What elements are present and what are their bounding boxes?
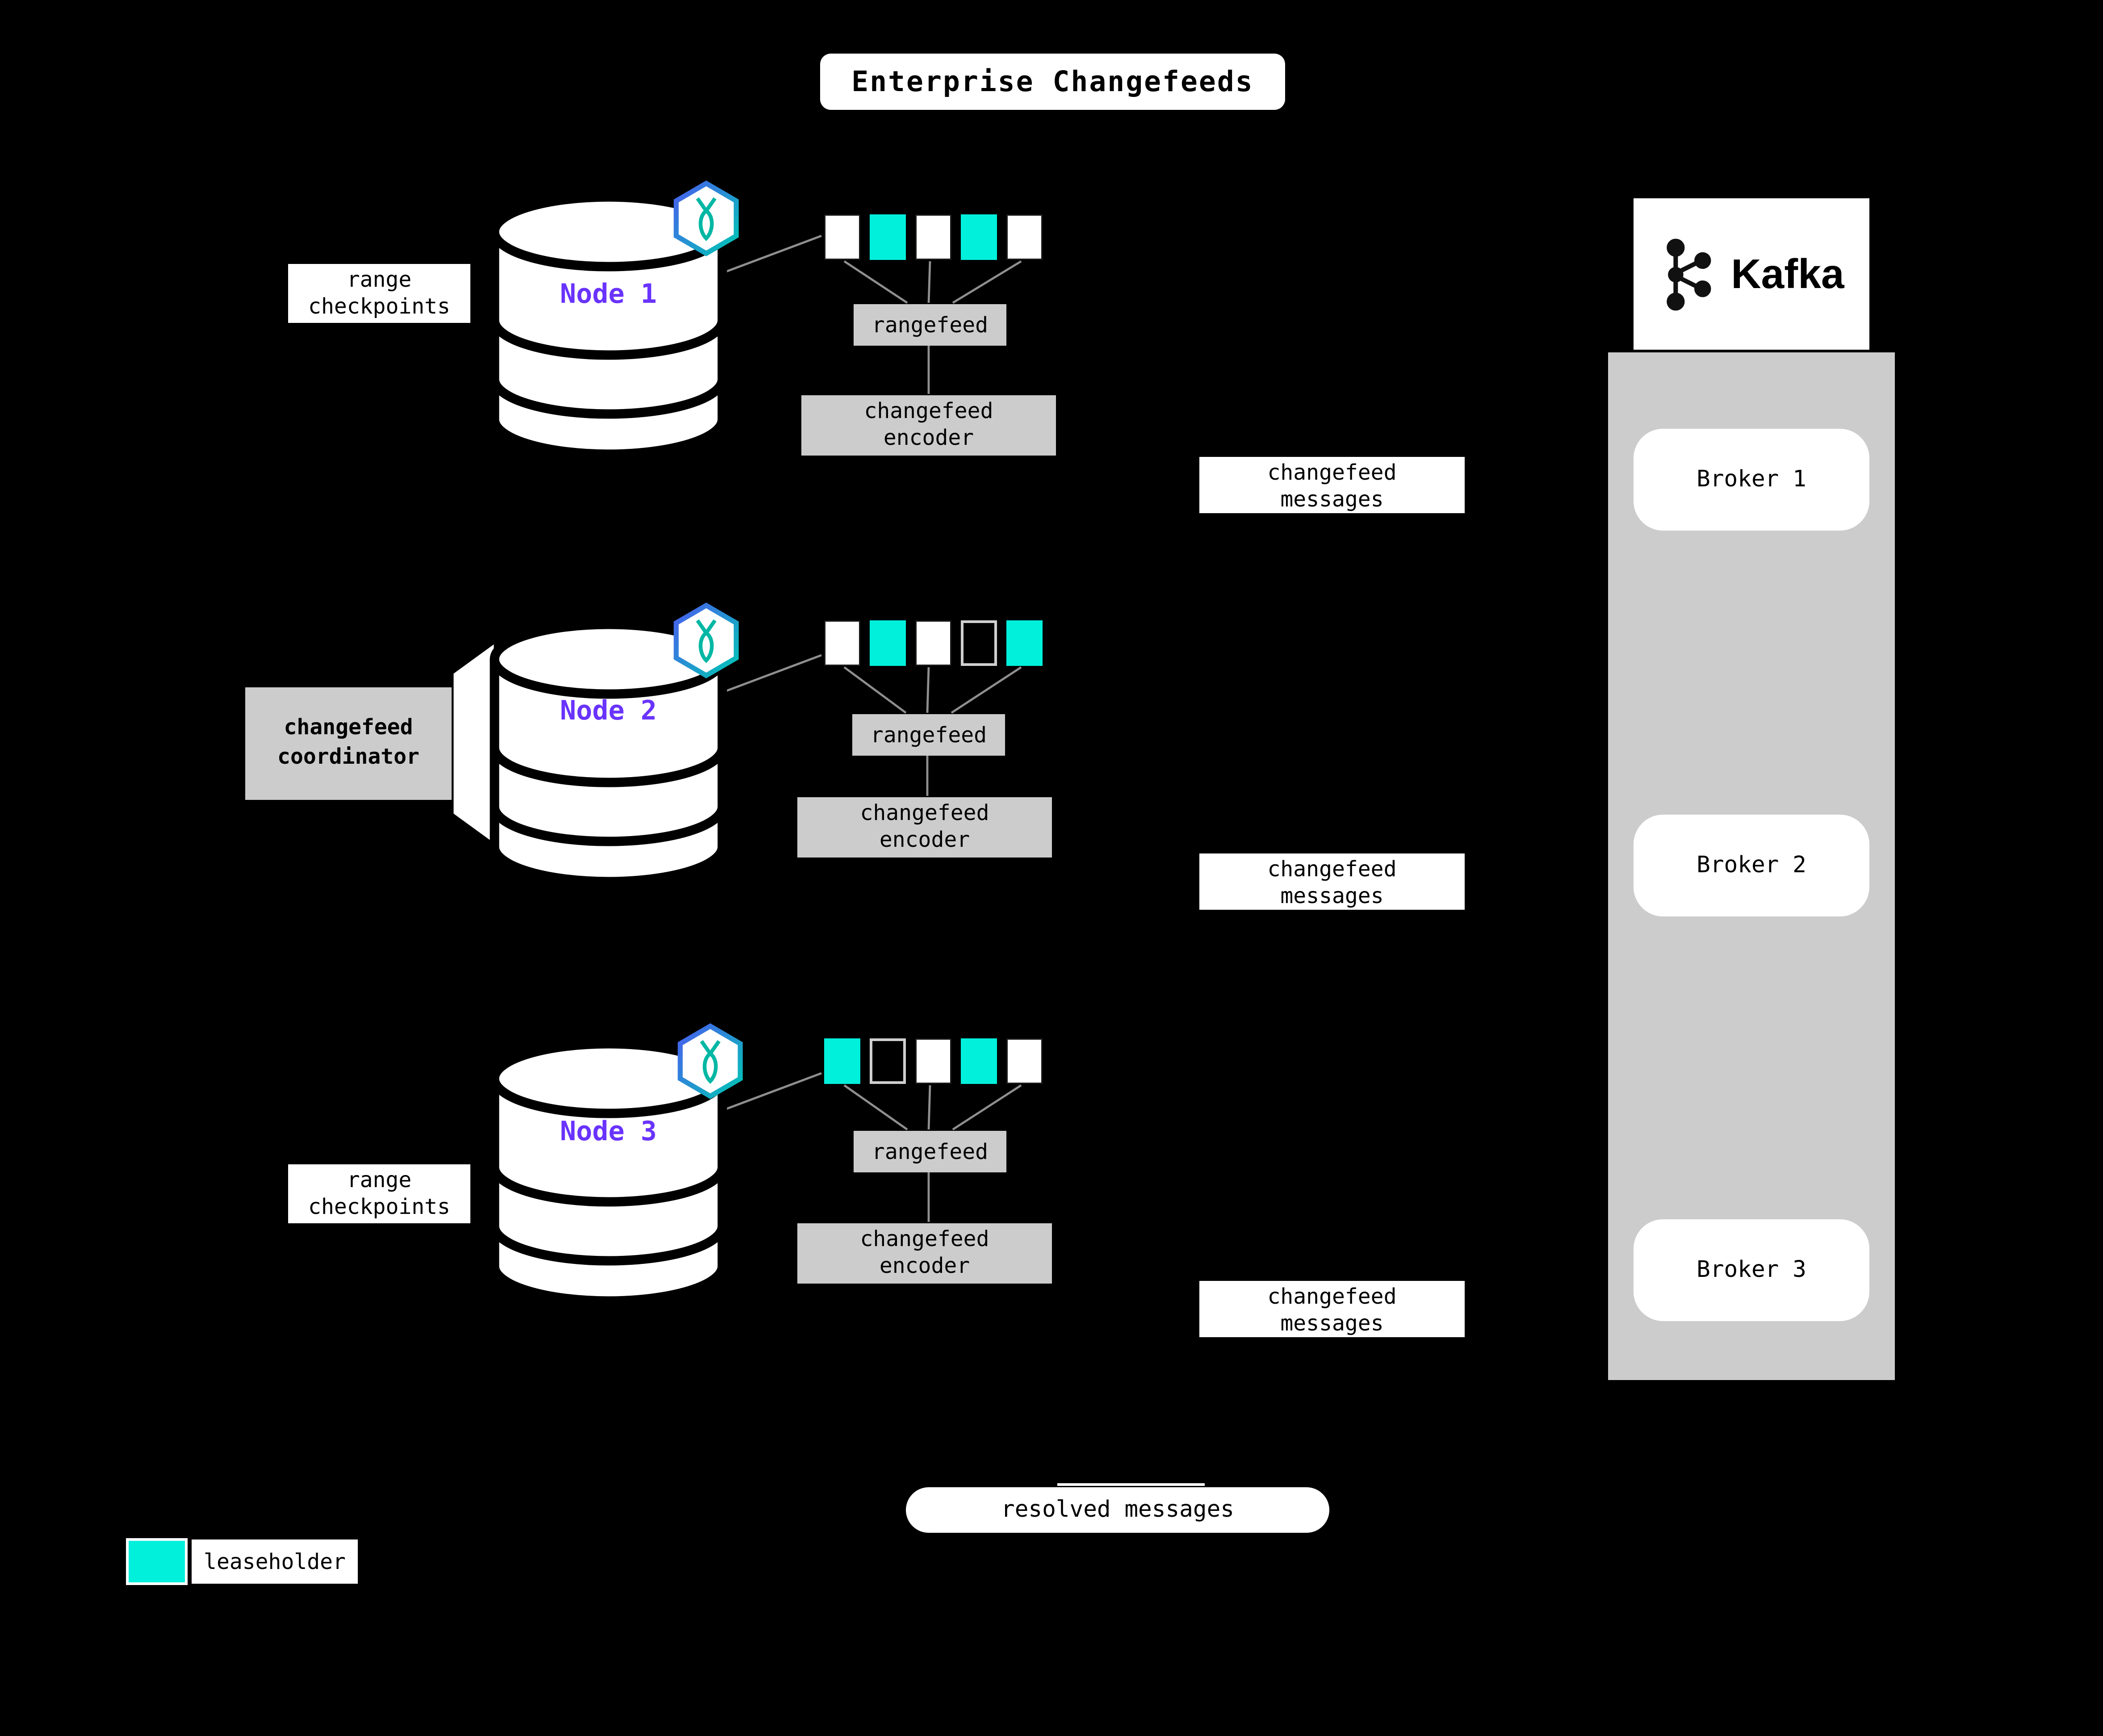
range-square-cyan — [824, 1038, 860, 1084]
range-square-white — [1006, 1038, 1043, 1084]
range-square-cyan — [1006, 620, 1043, 666]
label-line: changefeed — [1267, 856, 1397, 882]
range-square-white — [824, 620, 860, 666]
node3-name: Node 3 — [560, 1115, 657, 1147]
node2-cockroachdb-icon — [674, 602, 739, 678]
label-line: range — [347, 1167, 412, 1192]
kafka-logo-box: Kafka — [1634, 198, 1869, 350]
node3-range-checkpoints-label: range checkpoints — [288, 1164, 470, 1223]
range-square-cyan — [961, 214, 997, 260]
node2-name: Node 2 — [560, 694, 657, 726]
node2-rangefeed-box: rangefeed — [852, 714, 1005, 756]
node3-changefeed-messages-label: changefeed messages — [1199, 1281, 1465, 1337]
range-square-white — [915, 1038, 951, 1084]
label-line: checkpoints — [308, 293, 450, 319]
label-line: changefeed — [860, 800, 989, 825]
label-line: messages — [1280, 1310, 1384, 1336]
node3-ranges — [824, 1038, 1043, 1084]
node1-changefeed-encoder-box: changefeed encoder — [801, 395, 1056, 456]
label-line: changefeed — [860, 1226, 989, 1251]
node2-changefeed-encoder-box: changefeed encoder — [797, 797, 1052, 858]
node2-changefeed-messages-label: changefeed messages — [1199, 853, 1465, 910]
range-square-cyan — [870, 214, 906, 260]
range-square-cyan — [870, 620, 906, 666]
node2-database-cylinder-icon — [490, 619, 727, 887]
diagram-title: Enterprise Changefeeds — [820, 54, 1285, 110]
node3-rangefeed-box: rangefeed — [854, 1131, 1006, 1172]
label-line: encoder — [879, 827, 970, 852]
label-line: messages — [1280, 883, 1384, 908]
range-square-white — [915, 214, 951, 260]
label-line: checkpoints — [308, 1194, 450, 1219]
label-line: coordinator — [277, 744, 419, 769]
node1-range-checkpoints-label: range checkpoints — [288, 264, 470, 323]
node1-changefeed-messages-label: changefeed messages — [1199, 457, 1465, 513]
changefeed-coordinator-label: changefeed coordinator — [245, 687, 452, 800]
label-line: changefeed — [864, 398, 993, 423]
node3-cockroachdb-icon — [678, 1023, 743, 1099]
label-line: encoder — [879, 1253, 970, 1278]
node1-rangefeed-box: rangefeed — [854, 304, 1006, 346]
resolved-messages-label: resolved messages — [906, 1487, 1329, 1533]
node1-name: Node 1 — [560, 277, 657, 310]
label-line: changefeed — [1267, 460, 1397, 485]
range-square-white — [824, 214, 860, 260]
broker-1: Broker 1 — [1634, 429, 1869, 531]
legend-leaseholder-swatch — [126, 1538, 188, 1585]
range-square-empty — [870, 1038, 906, 1084]
label-line: encoder — [883, 425, 974, 450]
kafka-icon — [1666, 238, 1711, 310]
broker-2: Broker 2 — [1634, 815, 1869, 916]
node2-ranges — [824, 620, 1043, 666]
label-line: changefeed — [284, 714, 413, 740]
label-line: messages — [1280, 486, 1384, 512]
node1-cockroachdb-icon — [674, 180, 739, 256]
label-line: range — [347, 267, 412, 292]
range-square-white — [915, 620, 951, 666]
node3-changefeed-encoder-box: changefeed encoder — [797, 1223, 1052, 1284]
node1-ranges — [824, 214, 1043, 260]
range-square-cyan — [961, 1038, 997, 1084]
range-square-empty — [961, 620, 997, 666]
kafka-label: Kafka — [1731, 250, 1844, 297]
broker-3: Broker 3 — [1634, 1219, 1869, 1321]
label-line: changefeed — [1267, 1284, 1397, 1309]
node1-database-cylinder-icon — [490, 192, 727, 459]
range-square-white — [1006, 214, 1043, 260]
legend-leaseholder-label: leaseholder — [192, 1539, 358, 1584]
